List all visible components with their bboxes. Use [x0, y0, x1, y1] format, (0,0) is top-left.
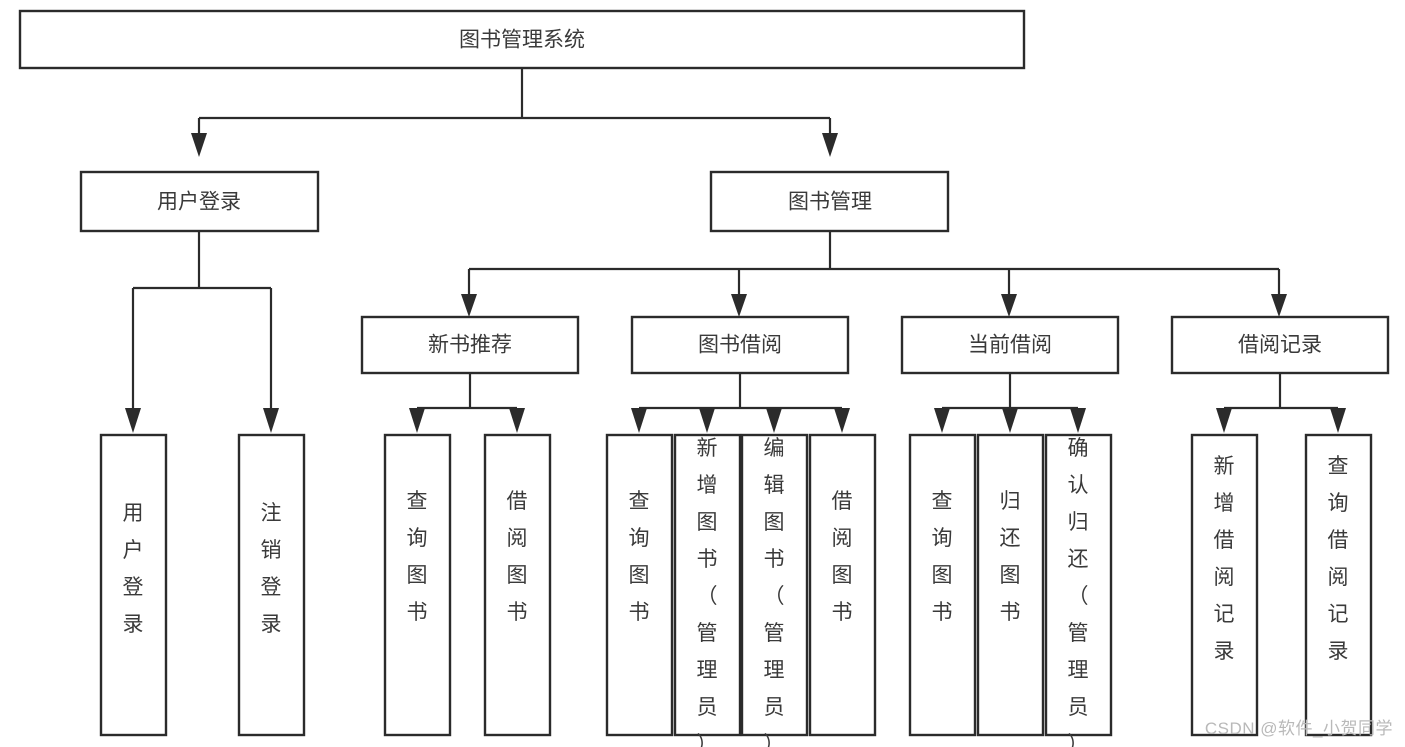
node-borrow-record-box[interactable] [1170, 315, 1390, 375]
arrow-head-to-new-book-rec [461, 294, 477, 317]
node-user-login[interactable]: 用户登录 [79, 170, 320, 233]
node-root[interactable]: 图书管理系统 [18, 9, 1026, 70]
node-new-book-recommend-label: 新书推荐 [428, 334, 512, 357]
node-current-borrow-box[interactable] [900, 315, 1120, 375]
leaf-user-login-1-box[interactable] [99, 433, 168, 737]
leaf-current-borrow-3-box[interactable] [1044, 433, 1113, 737]
leaf-user-login-2[interactable]: 注销登录 [237, 433, 306, 737]
arrow-head-cb-leaf-2 [1002, 408, 1018, 433]
leaf-user-login-1[interactable]: 用户登录 [99, 433, 168, 737]
leaf-current-borrow-3-label: 确认归还（管理员） [1068, 437, 1089, 747]
leaf-borrow-record-1-box[interactable] [1190, 433, 1259, 737]
leaf-borrow-record-2-label: 查询借阅记录 [1328, 455, 1349, 663]
arrow-head-br-leaf-2 [1330, 408, 1346, 433]
leaf-borrow-record-1-label: 新增借阅记录 [1214, 455, 1235, 663]
leaf-new-book-recommend-1-box[interactable] [383, 433, 452, 737]
node-new-book-recommend[interactable]: 新书推荐 [360, 315, 580, 375]
leaf-user-login-2-box[interactable] [237, 433, 306, 737]
node-user-login-label: 用户登录 [157, 191, 241, 214]
leaf-new-book-recommend-2[interactable]: 借阅图书 [483, 433, 552, 737]
node-borrow-record-label: 借阅记录 [1238, 334, 1322, 357]
arrow-head-cb-leaf-3 [1070, 408, 1086, 433]
leaf-current-borrow-1-label: 查询图书 [932, 490, 953, 624]
leaf-current-borrow-2-label: 归还图书 [1000, 490, 1021, 624]
node-book-borrow[interactable]: 图书借阅 [630, 315, 850, 375]
arrow-head-to-book-manage [822, 133, 838, 157]
leaf-user-login-2-label: 注销登录 [261, 502, 282, 636]
leaf-current-borrow-1[interactable]: 查询图书 [908, 433, 977, 737]
arrow-head-br-leaf-1 [1216, 408, 1232, 433]
leaf-book-borrow-3[interactable]: 编辑图书（管理员） [740, 433, 809, 747]
arrow-head-to-user-login [191, 133, 207, 157]
arrow-head-user-login-leaf-1 [125, 408, 141, 433]
leaf-book-borrow-3-label: 编辑图书（管理员） [764, 437, 785, 747]
node-book-borrow-label: 图书借阅 [698, 334, 782, 357]
leaf-book-borrow-2[interactable]: 新增图书（管理员） [673, 433, 742, 747]
node-root-box[interactable] [18, 9, 1026, 70]
connector-user-login-to-leaves [125, 231, 279, 433]
leaf-book-borrow-1-box[interactable] [605, 433, 674, 737]
leaf-new-book-recommend-1-label: 查询图书 [407, 490, 428, 624]
arrow-head-nbr-leaf-1 [409, 408, 425, 433]
leaf-current-borrow-1-box[interactable] [908, 433, 977, 737]
node-borrow-record[interactable]: 借阅记录 [1170, 315, 1390, 375]
leaf-book-borrow-3-box[interactable] [740, 433, 809, 737]
arrow-head-cb-leaf-1 [934, 408, 950, 433]
node-book-manage-label: 图书管理 [788, 191, 872, 214]
leaf-borrow-record-1[interactable]: 新增借阅记录 [1190, 433, 1259, 737]
leaf-new-book-recommend-2-box[interactable] [483, 433, 552, 737]
arrow-head-user-login-leaf-2 [263, 408, 279, 433]
leaf-book-borrow-4-box[interactable] [808, 433, 877, 737]
arrow-head-to-book-borrow [731, 294, 747, 317]
leaf-book-borrow-1[interactable]: 查询图书 [605, 433, 674, 737]
arrow-head-to-borrow-record [1271, 294, 1287, 317]
node-new-book-recommend-box[interactable] [360, 315, 580, 375]
leaf-book-borrow-1-label: 查询图书 [629, 490, 650, 624]
leaf-book-borrow-2-box[interactable] [673, 433, 742, 737]
leaf-book-borrow-2-label: 新增图书（管理员） [697, 437, 718, 747]
connector-book-borrow-to-leaves [631, 373, 850, 433]
connector-book-manage-to-level3 [461, 231, 1287, 317]
node-book-manage-box[interactable] [709, 170, 950, 233]
leaf-borrow-record-2-box[interactable] [1304, 433, 1373, 737]
leaf-current-borrow-3[interactable]: 确认归还（管理员） [1044, 433, 1113, 747]
connector-borrow-record-to-leaves [1216, 373, 1346, 433]
leaf-current-borrow-2-box[interactable] [976, 433, 1045, 737]
arrow-head-bb-leaf-4 [834, 408, 850, 433]
leaf-user-login-1-label: 用户登录 [123, 502, 144, 636]
connector-root-to-level2 [191, 68, 838, 157]
arrow-head-bb-leaf-2 [699, 408, 715, 433]
arrow-head-bb-leaf-3 [766, 408, 782, 433]
node-current-borrow[interactable]: 当前借阅 [900, 315, 1120, 375]
arrow-head-bb-leaf-1 [631, 408, 647, 433]
leaf-book-borrow-4-label: 借阅图书 [832, 490, 853, 624]
leaf-current-borrow-2[interactable]: 归还图书 [976, 433, 1045, 737]
leaf-new-book-recommend-2-label: 借阅图书 [507, 490, 528, 624]
connector-new-book-recommend-to-leaves [409, 373, 525, 433]
node-book-manage[interactable]: 图书管理 [709, 170, 950, 233]
arrow-head-nbr-leaf-2 [509, 408, 525, 433]
node-root-label: 图书管理系统 [459, 29, 585, 52]
node-book-borrow-box[interactable] [630, 315, 850, 375]
csdn-watermark: CSDN @软件_小贺同学 [1204, 719, 1393, 738]
arrow-head-to-current-borrow [1001, 294, 1017, 317]
leaf-new-book-recommend-1[interactable]: 查询图书 [383, 433, 452, 737]
leaf-book-borrow-4[interactable]: 借阅图书 [808, 433, 877, 737]
node-current-borrow-label: 当前借阅 [968, 334, 1052, 357]
connector-current-borrow-to-leaves [934, 373, 1086, 433]
leaf-borrow-record-2[interactable]: 查询借阅记录 [1304, 433, 1373, 737]
